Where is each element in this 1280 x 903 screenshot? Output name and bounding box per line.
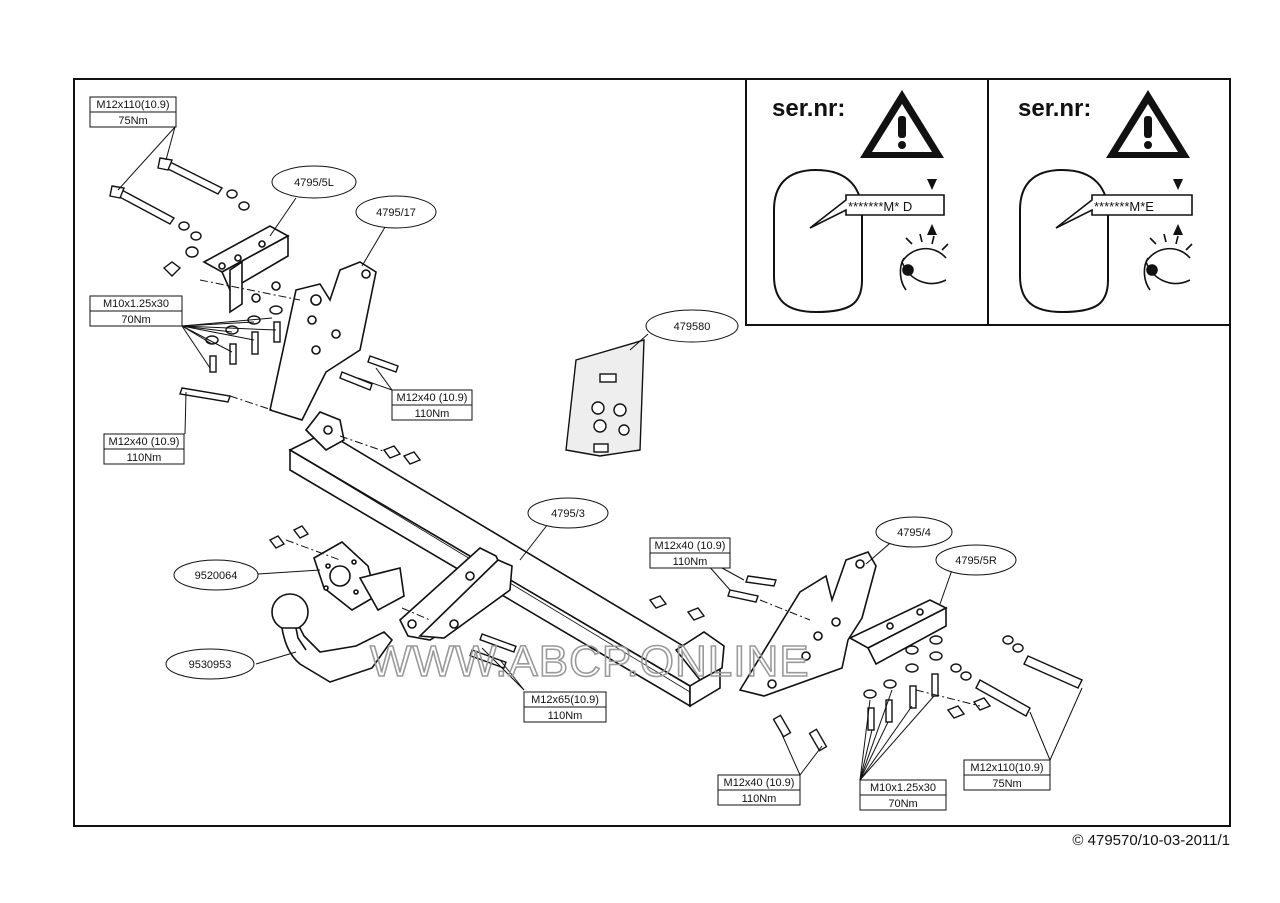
callout-crossbar: 4795/3 xyxy=(527,497,609,529)
callout-socket-plate: 9520064 xyxy=(173,559,259,591)
callout-side-plate-right: 4795/4 xyxy=(875,516,953,548)
svg-text:4795/3: 4795/3 xyxy=(551,508,585,520)
svg-text:9520064: 9520064 xyxy=(195,570,238,582)
arrow-down-icon xyxy=(927,179,937,190)
bolt-kit-bag-drawing xyxy=(565,339,645,457)
serial-code: *******M*E xyxy=(1094,199,1154,214)
eye-icon xyxy=(899,233,949,291)
spec-left-m10: M10x1.25x30 70Nm xyxy=(89,295,183,327)
tow-ball-drawing xyxy=(271,593,394,683)
svg-text:75Nm: 75Nm xyxy=(118,115,147,127)
svg-text:M10x1.25x30: M10x1.25x30 xyxy=(870,782,936,794)
spec-left-m12x40-a: M12x40 (10.9) 110Nm xyxy=(391,389,473,421)
svg-text:M12x65(10.9): M12x65(10.9) xyxy=(531,694,599,706)
left-side-plate-drawing xyxy=(269,261,377,421)
ball-mount-plate-drawing xyxy=(399,547,513,641)
svg-text:M12x40 (10.9): M12x40 (10.9) xyxy=(655,540,726,552)
spec-left-m12x40-b: M12x40 (10.9) 110Nm xyxy=(103,433,185,465)
svg-text:M12x40 (10.9): M12x40 (10.9) xyxy=(109,436,180,448)
svg-text:110Nm: 110Nm xyxy=(127,452,162,464)
arrow-down-icon xyxy=(1173,179,1183,190)
svg-text:110Nm: 110Nm xyxy=(415,408,450,420)
spec-right-m10: M10x1.25x30 70Nm xyxy=(859,779,947,811)
callout-tow-ball: 9530953 xyxy=(165,648,255,680)
svg-text:479580: 479580 xyxy=(674,321,711,333)
svg-text:M12x40 (10.9): M12x40 (10.9) xyxy=(397,392,468,404)
svg-text:4795/5L: 4795/5L xyxy=(294,177,334,189)
drawing-frame xyxy=(73,78,1231,827)
assembly-guide-lines xyxy=(199,279,981,707)
svg-text:70Nm: 70Nm xyxy=(888,798,917,810)
left-bracket-drawing xyxy=(202,225,290,314)
document-reference: © 479570/10-03-2011/1 xyxy=(1072,832,1230,849)
eye-icon xyxy=(1143,233,1193,291)
callout-bracket-left: 4795/5L xyxy=(271,165,357,199)
svg-text:M10x1.25x30: M10x1.25x30 xyxy=(103,298,169,310)
svg-text:4795/5R: 4795/5R xyxy=(955,555,997,567)
svg-text:4795/4: 4795/4 xyxy=(897,527,931,539)
fasteners-drawing xyxy=(109,157,1083,752)
serial-plate-outline xyxy=(773,168,863,314)
arrow-up-icon xyxy=(1173,224,1183,235)
socket-plate-drawing xyxy=(313,541,405,612)
svg-text:110Nm: 110Nm xyxy=(548,710,583,722)
serial-plate-outline xyxy=(1019,168,1109,314)
serial-code: *******M* D xyxy=(848,199,912,214)
spec-top-left-m12x110: M12x110(10.9) 75Nm xyxy=(89,96,177,128)
callout-bracket-right: 4795/5R xyxy=(935,544,1017,576)
spec-right-m12x40-bottom: M12x40 (10.9) 110Nm xyxy=(717,774,801,806)
svg-text:M12x110(10.9): M12x110(10.9) xyxy=(970,762,1043,774)
callout-leaders xyxy=(117,126,1083,781)
serial-panel-e: ser.nr: *******M*E xyxy=(987,78,1231,326)
warning-icon xyxy=(860,90,944,158)
spec-right-m12x40-top: M12x40 (10.9) 110Nm xyxy=(649,537,731,569)
svg-text:4795/17: 4795/17 xyxy=(376,207,416,219)
svg-text:M12x40 (10.9): M12x40 (10.9) xyxy=(724,777,795,789)
svg-text:9530953: 9530953 xyxy=(189,659,232,671)
svg-text:75Nm: 75Nm xyxy=(992,778,1021,790)
spec-center-m12x65: M12x65(10.9) 110Nm xyxy=(523,691,607,723)
right-side-plate-drawing xyxy=(738,551,877,697)
callout-side-plate-left: 4795/17 xyxy=(355,195,437,229)
right-bracket-drawing xyxy=(848,599,948,666)
svg-text:110Nm: 110Nm xyxy=(673,556,708,568)
svg-text:M12x110(10.9): M12x110(10.9) xyxy=(96,99,169,111)
svg-text:110Nm: 110Nm xyxy=(742,793,777,805)
spec-right-m12x110: M12x110(10.9) 75Nm xyxy=(963,759,1051,791)
serial-heading: ser.nr: xyxy=(772,95,845,122)
svg-text:70Nm: 70Nm xyxy=(121,314,150,326)
callout-bolt-kit: 479580 xyxy=(645,309,739,343)
watermark: WWW.ABCP.ONLINE xyxy=(370,637,810,686)
serial-panel-d: ser.nr: *******M* D xyxy=(745,78,989,326)
serial-heading: ser.nr: xyxy=(1018,95,1091,122)
warning-icon xyxy=(1106,90,1190,158)
arrow-up-icon xyxy=(927,224,937,235)
